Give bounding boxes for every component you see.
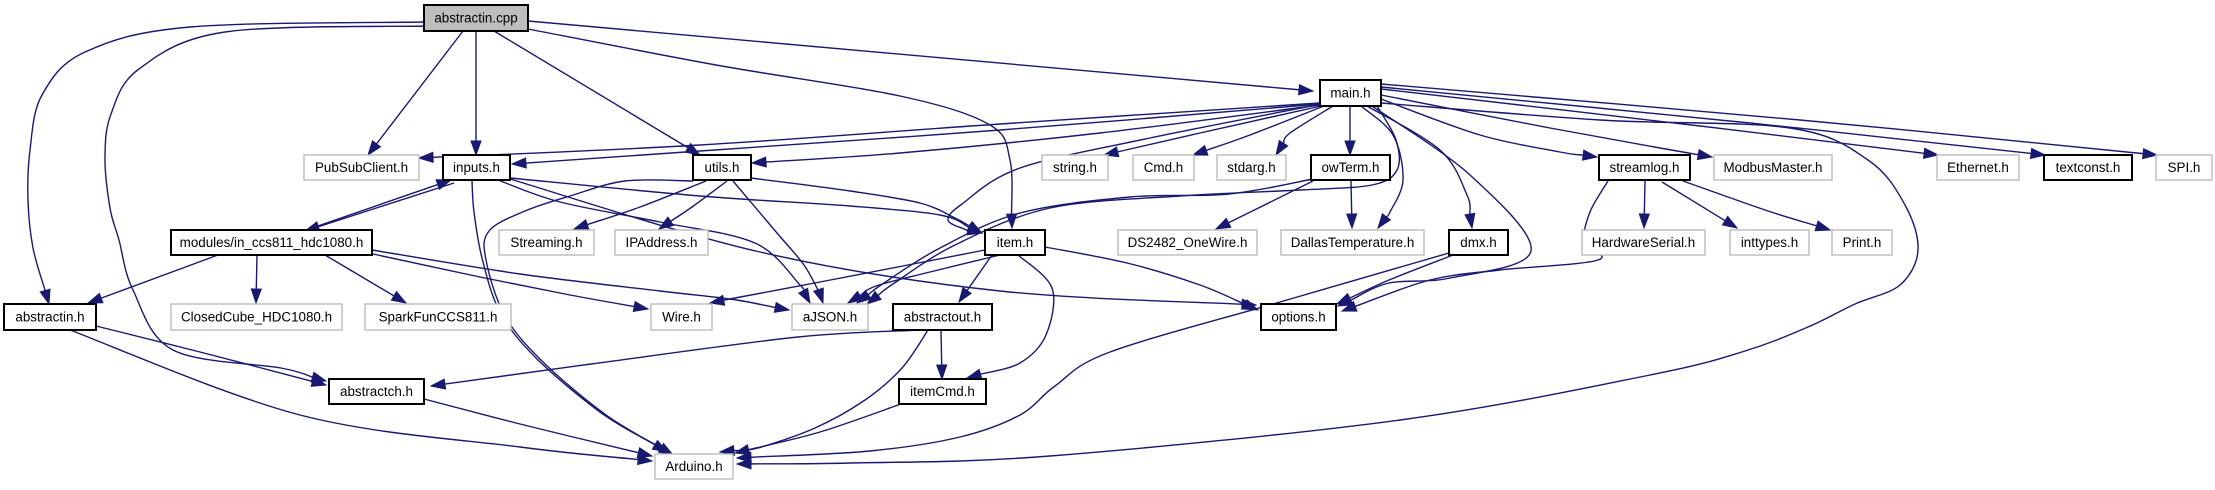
svg-text:DS2482_OneWire.h: DS2482_OneWire.h [1128, 235, 1248, 250]
svg-text:dmx.h: dmx.h [1460, 235, 1496, 250]
svg-text:main.h: main.h [1330, 86, 1370, 101]
svg-text:SparkFunCCS811.h: SparkFunCCS811.h [379, 310, 498, 325]
svg-text:string.h: string.h [1053, 160, 1097, 175]
svg-text:aJSON.h: aJSON.h [803, 310, 857, 325]
svg-text:HardwareSerial.h: HardwareSerial.h [1592, 235, 1695, 250]
svg-text:Ethernet.h: Ethernet.h [1947, 160, 2009, 175]
svg-text:IPAddress.h: IPAddress.h [626, 235, 698, 250]
svg-text:itemCmd.h: itemCmd.h [910, 384, 975, 399]
svg-text:modules/in_ccs811_hdc1080.h: modules/in_ccs811_hdc1080.h [180, 235, 364, 250]
svg-text:item.h: item.h [997, 235, 1033, 250]
svg-text:abstractin.cpp: abstractin.cpp [434, 11, 517, 26]
svg-text:PubSubClient.h: PubSubClient.h [315, 160, 408, 175]
svg-text:Cmd.h: Cmd.h [1144, 160, 1183, 175]
svg-text:DallasTemperature.h: DallasTemperature.h [1291, 235, 1415, 250]
svg-text:Streaming.h: Streaming.h [510, 235, 582, 250]
svg-text:ClosedCube_HDC1080.h: ClosedCube_HDC1080.h [181, 310, 332, 325]
svg-text:Print.h: Print.h [1843, 235, 1882, 250]
svg-text:Wire.h: Wire.h [662, 310, 701, 325]
svg-text:options.h: options.h [1271, 310, 1325, 325]
svg-text:abstractout.h: abstractout.h [904, 310, 981, 325]
svg-text:abstractin.h: abstractin.h [15, 310, 84, 325]
svg-text:streamlog.h: streamlog.h [1610, 160, 1680, 175]
svg-text:SPI.h: SPI.h [2168, 160, 2201, 175]
svg-text:Arduino.h: Arduino.h [665, 459, 722, 474]
svg-text:ModbusMaster.h: ModbusMaster.h [1724, 160, 1823, 175]
svg-text:owTerm.h: owTerm.h [1321, 160, 1379, 175]
svg-text:textconst.h: textconst.h [2056, 160, 2121, 175]
svg-text:abstractch.h: abstractch.h [340, 384, 413, 399]
svg-text:inputs.h: inputs.h [453, 160, 500, 175]
svg-text:stdarg.h: stdarg.h [1227, 160, 1275, 175]
svg-text:utils.h: utils.h [705, 160, 740, 175]
svg-text:inttypes.h: inttypes.h [1741, 235, 1798, 250]
